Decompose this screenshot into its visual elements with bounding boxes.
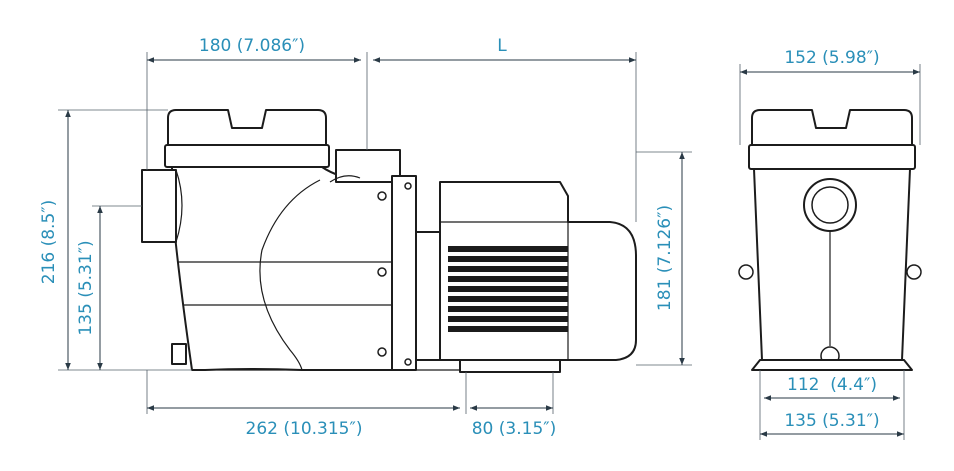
front-lid-ring [748,144,916,170]
front-lid [751,109,913,146]
label-152: 152 (5.98″) [784,48,879,68]
outlet-port [335,149,401,183]
front-ear-right [906,264,922,280]
lid-ring [164,144,330,168]
label-262: 262 (10.315″) [246,419,363,439]
label-112: 112 (4.4″) [787,375,877,395]
front-base [751,359,913,371]
flange-bolt-3 [377,347,387,357]
label-216: 216 (8.5″) [39,200,59,285]
pump-side-view [141,109,637,373]
strainer-lid [167,109,327,146]
volute-curve [259,179,321,371]
inlet-port [141,169,177,243]
motor-cooling-fins [448,246,568,332]
flange-bolt-2 [377,267,387,277]
flange-bolt-4 [404,182,412,190]
flange-bolt-1 [377,191,387,201]
dimension-labels: 180 (7.086″) L 152 (5.98″) 216 (8.5″) 13… [39,36,880,439]
pump-front-view [738,109,922,371]
label-135-inlet: 135 (5.31″) [76,240,96,335]
motor-flange [391,175,417,371]
inlet-curve [175,169,183,243]
dimension-lines [58,52,921,440]
label-181: 181 (7.126″) [655,205,675,311]
front-inlet-inner [811,186,849,224]
motor-coupling [415,231,441,361]
outlet-curve [329,175,361,183]
label-135-front: 135 (5.31″) [784,411,879,431]
label-80: 80 (3.15″) [472,419,557,439]
front-ear-left [738,264,754,280]
flange-bolt-5 [404,358,412,366]
label-180: 180 (7.086″) [199,36,305,56]
motor-foot [459,359,561,373]
label-L: L [497,36,507,56]
drain-plug [171,343,187,365]
